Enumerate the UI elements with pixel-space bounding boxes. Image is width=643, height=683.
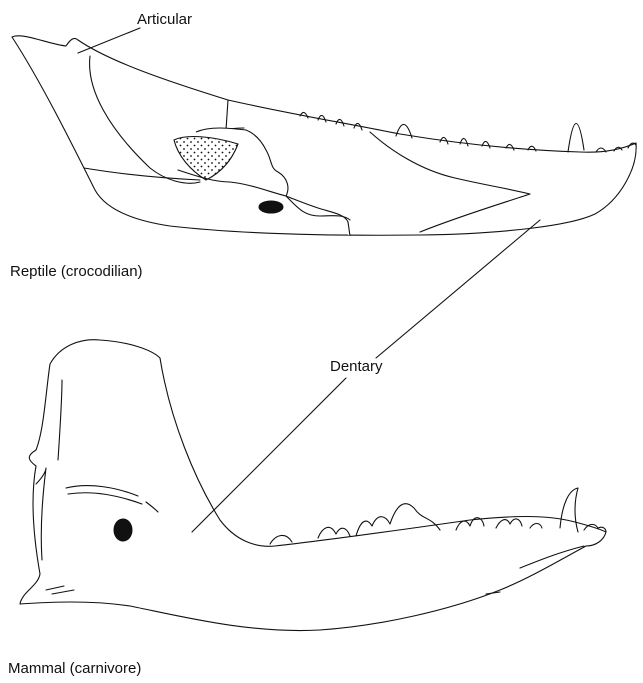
mammal-jaw-outline [20,340,606,631]
masseteric-line-1 [66,486,138,496]
coronoid-ridge [58,380,62,460]
dentary-leader-to-mammal [192,378,346,532]
articular-label: Articular [137,12,192,27]
mammal-teeth [270,488,606,544]
articular-bone-boundary [90,56,200,183]
dotted-patch [174,137,238,180]
reptile-teeth [300,112,636,152]
mammal-jaw [20,340,606,631]
angular-mark-2 [52,590,74,594]
angular-mark-1 [46,586,64,590]
angular-suture [84,168,200,180]
articular-leader-line [78,28,140,53]
mammal-caption: Mammal (carnivore) [8,661,141,676]
mammal-mandibular-foramen [114,519,132,541]
dentary-label: Dentary [330,359,383,374]
surangular-suture [226,100,244,130]
masseteric-line-3 [146,502,158,512]
reptile-caption: Reptile (crocodilian) [10,264,143,279]
dentary-leader-to-reptile [376,220,540,358]
condylar-process [36,468,46,560]
reptile-jaw-outline [12,36,636,235]
reptile-foramen [259,201,283,213]
masseteric-line-2 [68,493,142,504]
reptile-jaw [12,36,636,236]
leader-lines [78,28,540,532]
